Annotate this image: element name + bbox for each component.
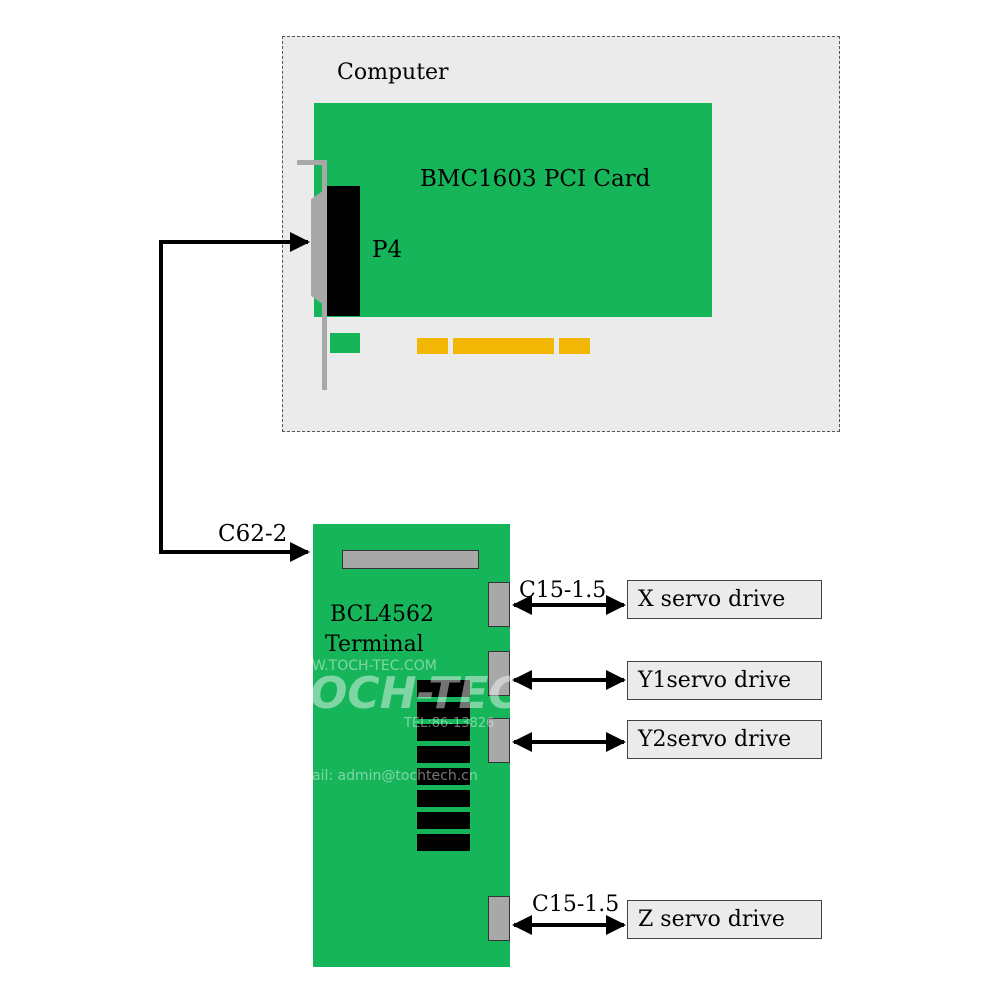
- terminal-chip: [417, 724, 470, 741]
- terminal-input-connector: [342, 550, 479, 569]
- cable-x-label: C15-1.5: [519, 578, 607, 603]
- pci-card-tab: [330, 333, 360, 353]
- x-servo-drive: X servo drive: [627, 580, 822, 619]
- terminal-chip: [417, 790, 470, 807]
- terminal-label-name: Terminal: [325, 632, 424, 657]
- watermark-tel: TEL:86-13826: [404, 716, 495, 731]
- pci-bracket: [322, 160, 327, 390]
- gold-finger-2: [453, 338, 554, 354]
- terminal-board: [313, 524, 510, 967]
- p4-plug-shell: [311, 190, 324, 305]
- cable-c62-2-label: C62-2: [218, 521, 288, 547]
- terminal-connector-y2: [488, 718, 510, 763]
- terminal-chip: [417, 834, 470, 851]
- p4-connector: [327, 186, 360, 316]
- p4-label: P4: [372, 237, 403, 263]
- y2-servo-drive: Y2servo drive: [627, 720, 822, 759]
- terminal-connector-y1: [488, 651, 510, 696]
- terminal-chip: [417, 702, 470, 719]
- gold-finger-1: [417, 338, 448, 354]
- cable-z-label: C15-1.5: [532, 892, 620, 917]
- terminal-chip: [417, 768, 470, 785]
- terminal-chip: [417, 746, 470, 763]
- watermark-brand: OCH-TEC: [310, 668, 521, 719]
- pci-card-label: BMC1603 PCI Card: [420, 166, 651, 192]
- pci-bracket-top: [297, 160, 327, 165]
- pci-card-board: [314, 103, 712, 317]
- terminal-chip: [417, 680, 470, 697]
- gold-finger-3: [559, 338, 590, 354]
- terminal-connector-z: [488, 896, 510, 941]
- watermark-url: W.TOCH-TEC.COM: [312, 658, 437, 674]
- terminal-connector-x: [488, 582, 510, 627]
- watermark-mail: ail: admin@tochtech.cn: [312, 768, 478, 784]
- terminal-label-model: BCL4562: [330, 602, 435, 627]
- cable-c62-2: [159, 232, 310, 562]
- computer-label: Computer: [337, 60, 449, 85]
- y1-servo-drive: Y1servo drive: [627, 661, 822, 700]
- z-servo-drive: Z servo drive: [627, 900, 822, 939]
- terminal-chip: [417, 812, 470, 829]
